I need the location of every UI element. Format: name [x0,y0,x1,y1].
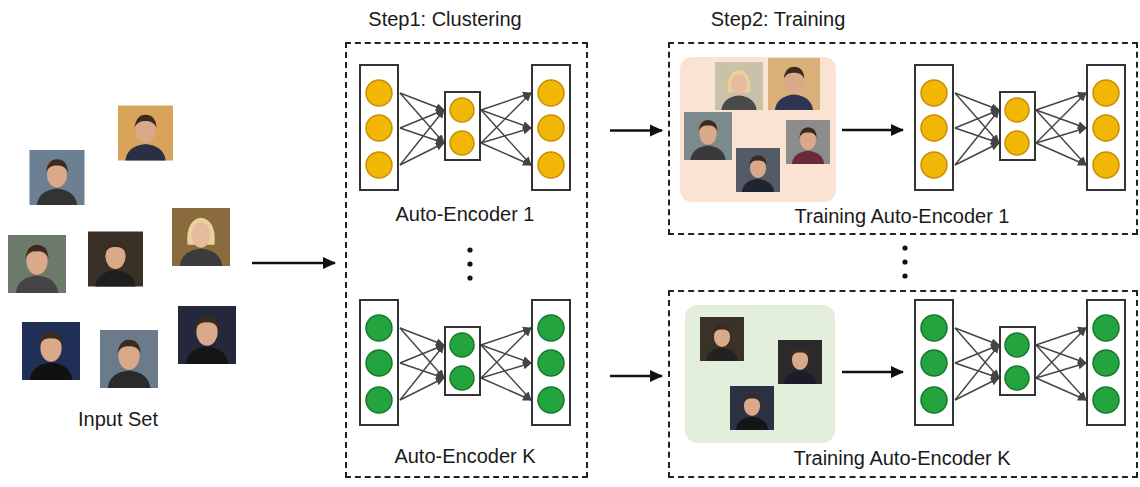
step-heading: Step1: Clustering [368,7,521,31]
training-box: Step2: TrainingTraining Auto-Encoder 1 [668,42,1138,235]
network-label: Training Auto-Encoder 1 [795,204,1010,228]
clustering-box: Step1: ClusteringAuto-Encoder 1Auto-Enco… [345,42,588,478]
step-heading: Step2: Training [711,7,846,31]
network-label: Auto-Encoder K [394,444,535,468]
training-box: Training Auto-Encoder K [668,290,1138,478]
flow-arrow [610,129,662,132]
network-label: Training Auto-Encoder K [793,446,1010,470]
network-label: Auto-Encoder 1 [396,202,535,226]
set-label: Input Set [78,407,158,431]
flow-arrow [610,375,662,378]
